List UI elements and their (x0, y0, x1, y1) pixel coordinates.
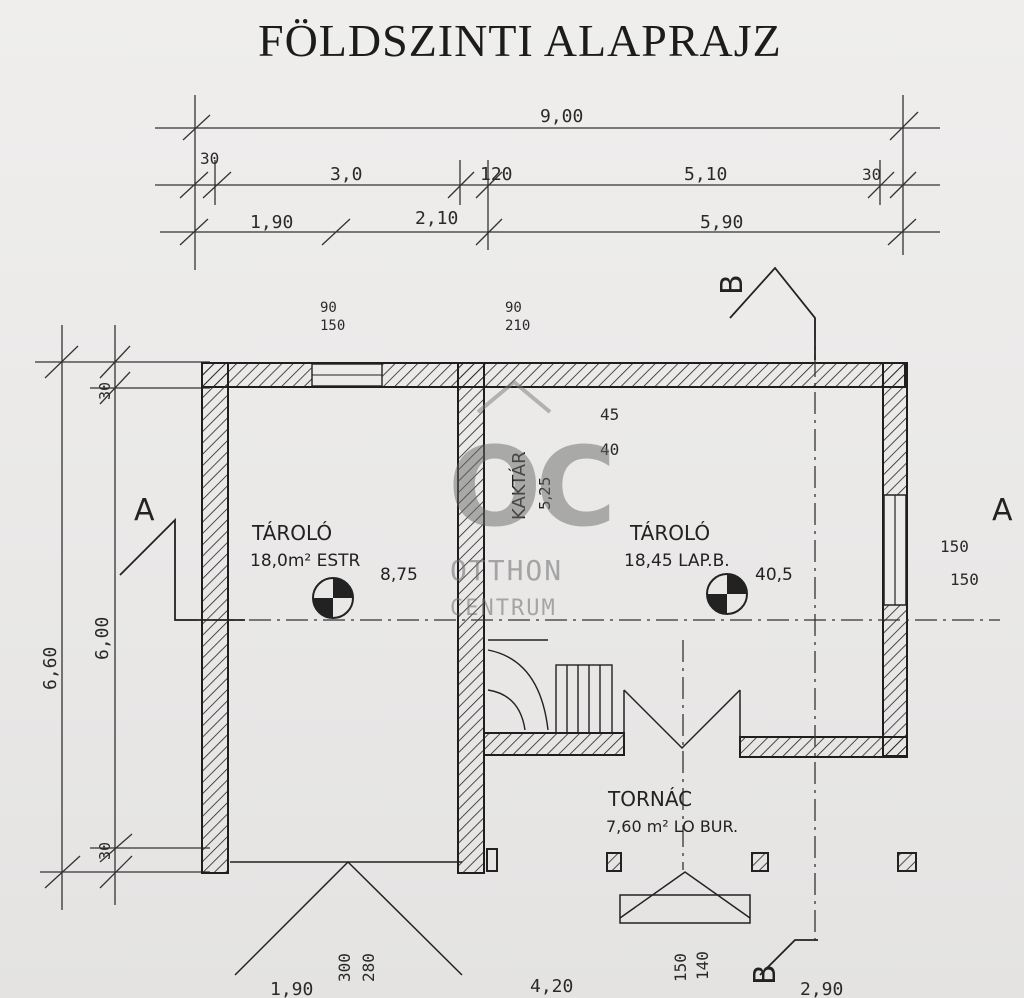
doors (230, 689, 751, 976)
tick (182, 114, 211, 141)
room-closet-name: KAKTÁR (508, 451, 530, 520)
plan-title: FÖLDSZINTI ALAPRAJZ (258, 15, 782, 66)
section-label-a-left: A (134, 493, 155, 528)
dim-foot-190: 1,90 (270, 979, 313, 998)
dim-front-150: 150 (671, 953, 690, 982)
tick (99, 855, 133, 889)
chimney-right (706, 573, 748, 615)
watermark-line2: CENTRUM (450, 596, 557, 621)
tick (321, 218, 351, 246)
room-storage-right-area: 18,45 LAP.B. (624, 551, 730, 571)
watermark-line1: OTTHON (450, 554, 563, 587)
room-storage-left-extra: 8,75 (380, 565, 418, 585)
room-closet-area: 5,25 (536, 477, 554, 510)
section-label-b-bottom: B (748, 964, 783, 985)
wall-right-bottom (739, 736, 908, 758)
tick (447, 171, 475, 199)
dim-top-30: 30 (200, 149, 219, 168)
dim-door-90: 90 (505, 300, 522, 316)
tick (44, 345, 79, 379)
section-arrow-a-left (119, 517, 245, 621)
tick (887, 218, 917, 246)
stair-curve (487, 649, 549, 731)
room-porch-area: 7,60 m² LO BUR. (606, 817, 738, 836)
tick (202, 171, 232, 199)
dim-top-120: 120 (480, 164, 513, 185)
post-1 (486, 848, 498, 872)
tick (99, 345, 131, 379)
room-storage-left-area: 18,0m² ESTR (250, 551, 361, 571)
stair-landing (555, 664, 613, 734)
room-storage-right-name: TÁROLÓ (629, 521, 710, 545)
dim-top-510: 5,10 (684, 164, 727, 185)
staircase (487, 639, 613, 734)
wall-left (201, 362, 229, 874)
dim-bottom-190: 1,90 (250, 212, 293, 233)
dim-window-90: 90 (320, 300, 337, 316)
dim-left-660: 6,60 (40, 647, 61, 690)
room-porch-name: TORNÁC (607, 787, 692, 811)
tick (44, 855, 81, 889)
room-storage-left-name: TÁROLÓ (251, 521, 332, 545)
dim-left-30b: 30 (96, 842, 114, 860)
section-arrow-b-bottom (759, 939, 818, 976)
wall-closet-bottom (483, 732, 625, 756)
post-4 (897, 852, 917, 872)
dim-left-600: 6,00 (92, 617, 113, 660)
dim-right-150b: 150 (950, 570, 979, 589)
section-arrow-b-top (729, 266, 816, 360)
dim-foot-290: 2,90 (800, 979, 843, 998)
dim-room2-45: 45 (600, 405, 619, 424)
dim-bottom-590: 5,90 (700, 212, 743, 233)
tick (179, 218, 209, 246)
dim-door-210: 210 (505, 318, 530, 334)
tick (179, 171, 209, 199)
dim-front-140: 140 (693, 951, 712, 980)
dim-top-3-0: 3,0 (330, 164, 363, 185)
top-dimension-lines (155, 95, 940, 270)
dim-right-150: 150 (940, 537, 969, 556)
watermark-logo: OC (448, 423, 610, 551)
room-storage-right-extra: 40,5 (755, 565, 793, 585)
tick (99, 833, 133, 863)
left-dimension-lines (35, 325, 210, 910)
chimney-left (312, 577, 354, 619)
tick (867, 171, 895, 199)
dim-room2-40: 40 (600, 440, 619, 459)
post-2 (606, 852, 622, 872)
otthon-centrum-watermark: OC OTTHON CENTRUM (448, 379, 616, 621)
wall-top (201, 362, 906, 388)
tick (475, 171, 503, 199)
watermark-roof-icon (476, 379, 552, 414)
door-double-porch (623, 689, 741, 750)
tick (889, 111, 919, 141)
dim-front-300: 300 (335, 953, 354, 982)
dim-bottom-210: 2,10 (415, 208, 458, 229)
dim-top-30b: 30 (862, 165, 881, 184)
door-front-step (619, 871, 751, 919)
dim-window-150: 150 (320, 318, 345, 334)
dim-left-30a: 30 (96, 382, 114, 400)
post-3 (751, 852, 769, 872)
walls (201, 362, 917, 874)
tick (99, 371, 131, 405)
section-label-a-right: A (992, 493, 1013, 528)
tick (475, 218, 503, 246)
section-lines (175, 318, 1000, 940)
tick (889, 171, 917, 199)
section-label-b-top: B (715, 274, 750, 295)
dim-front-280: 280 (359, 953, 378, 982)
wall-partition (457, 362, 485, 874)
dim-foot-420: 4,20 (530, 976, 573, 997)
dim-overall: 9,00 (540, 106, 583, 127)
